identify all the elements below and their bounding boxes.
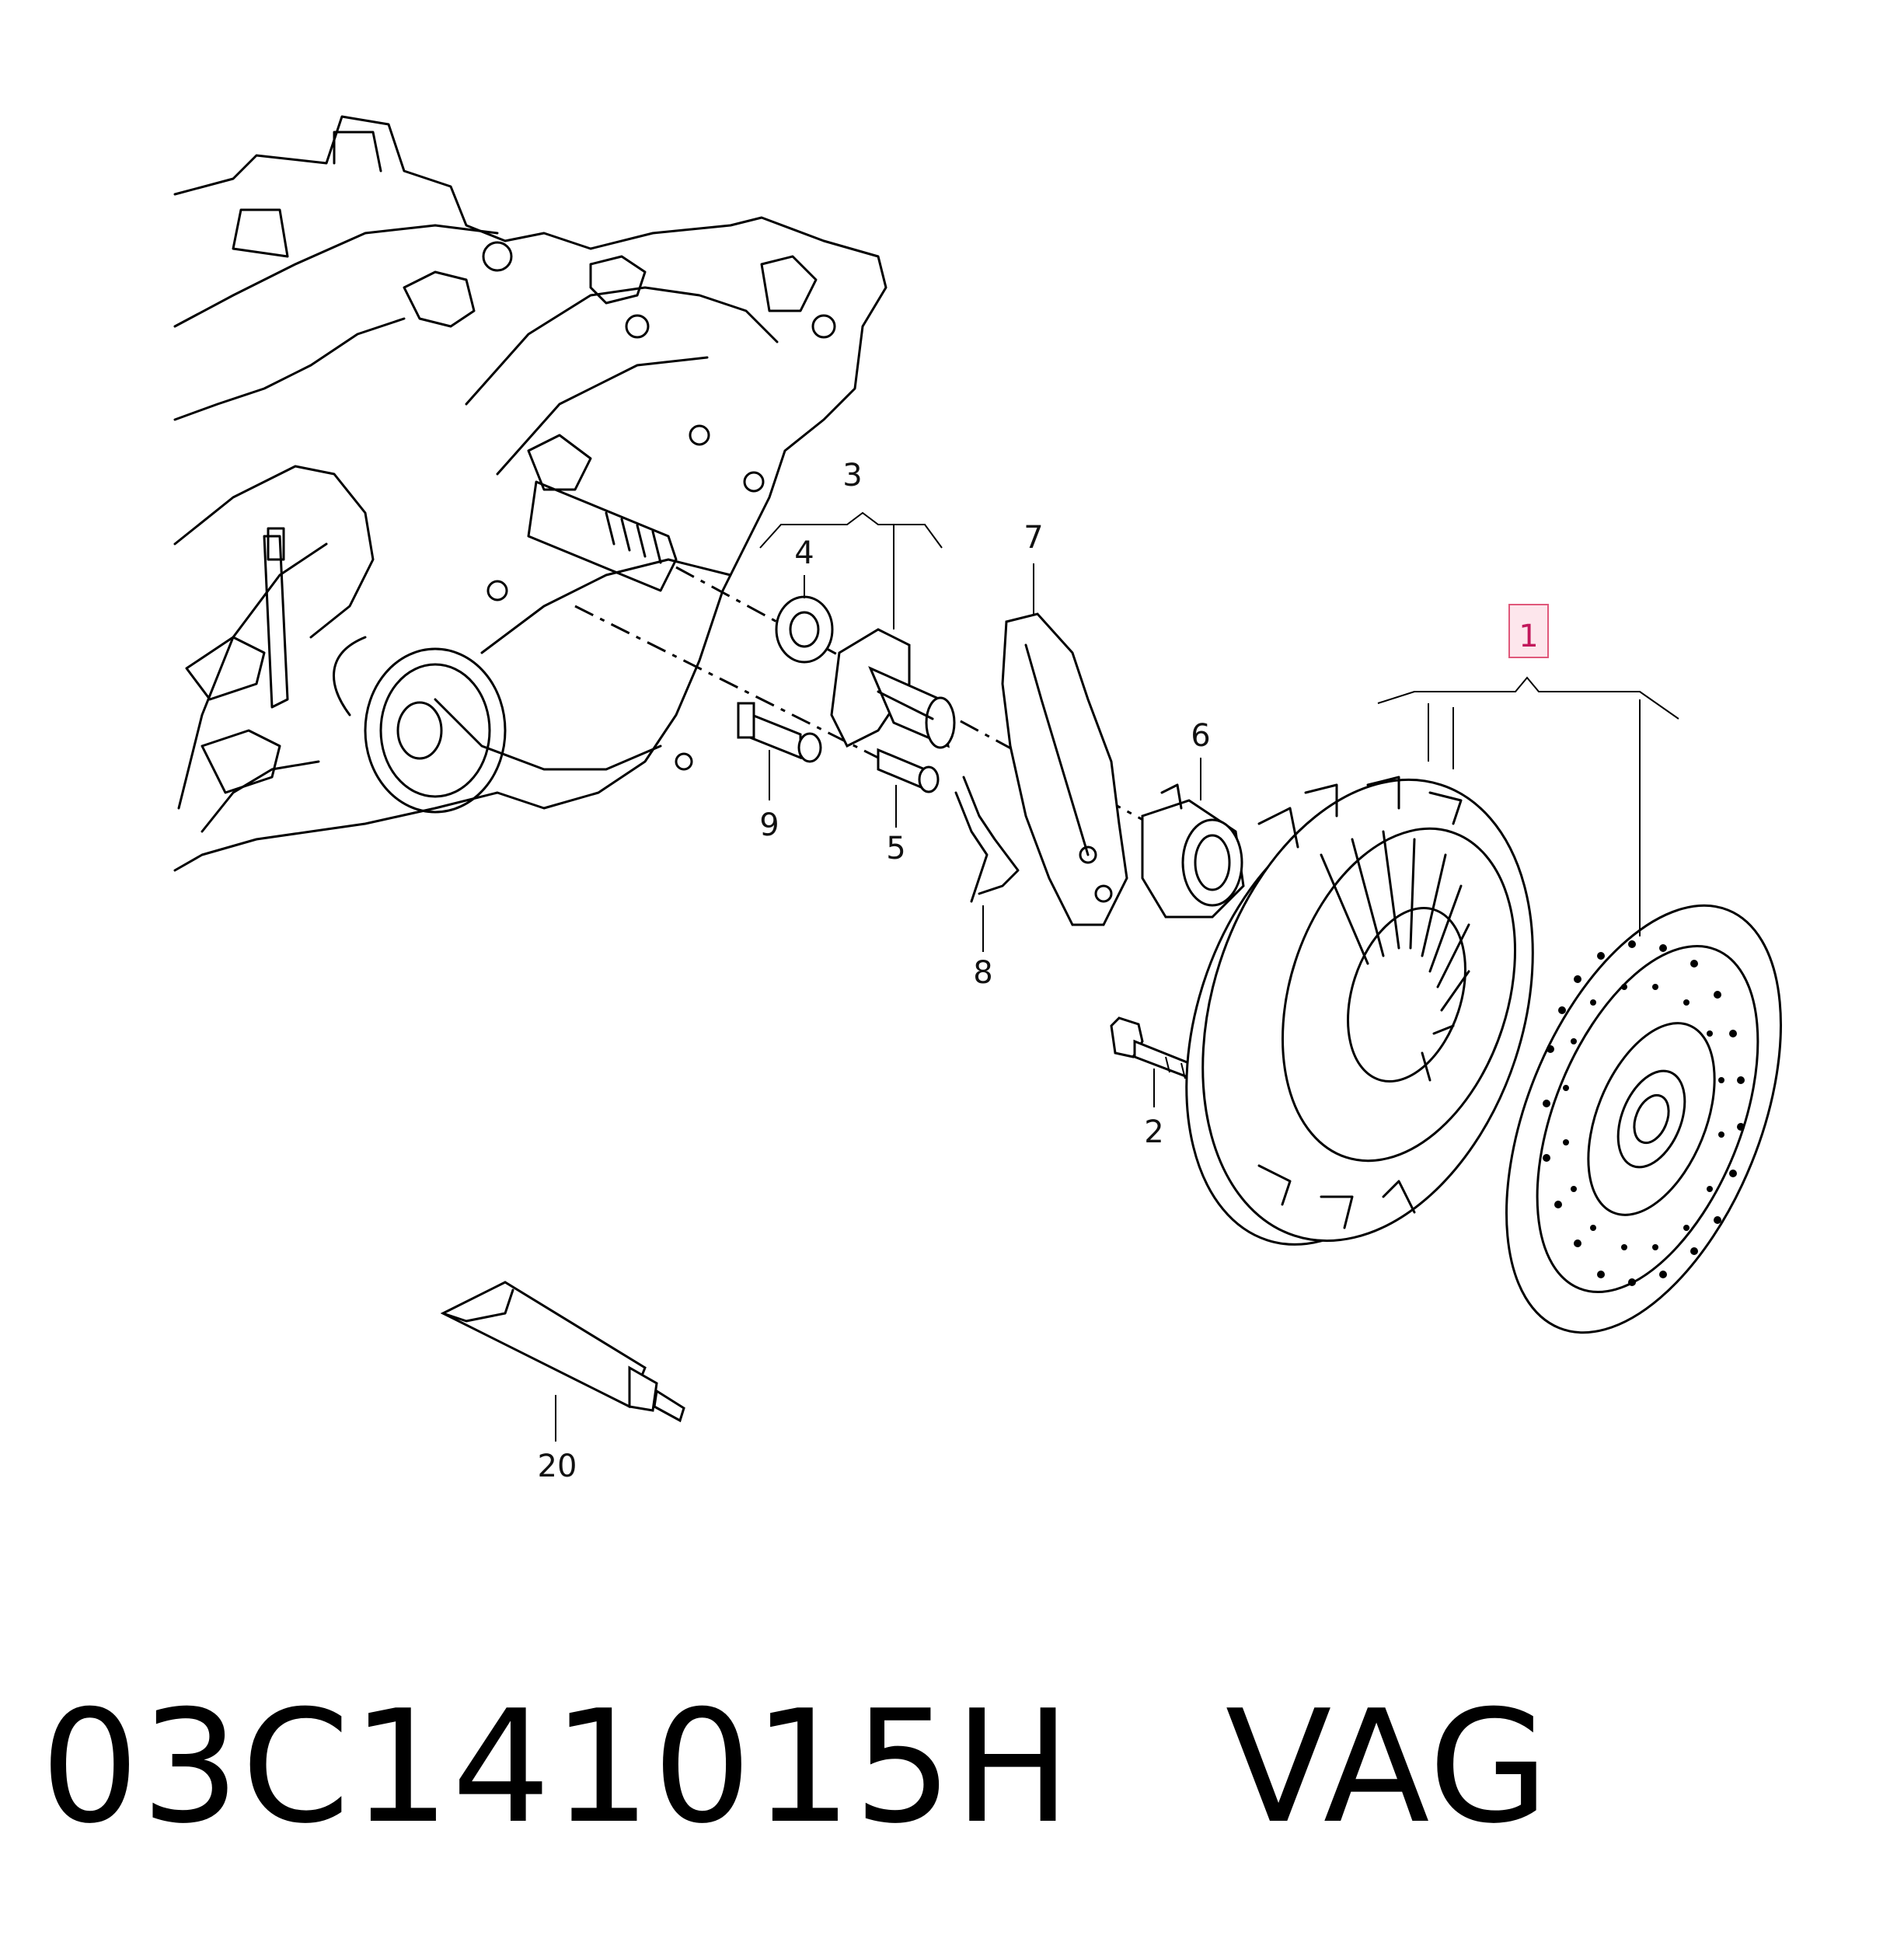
part-3-guide-sleeve <box>830 628 956 749</box>
part-20-grease-tube <box>440 1281 685 1423</box>
gearbox-housing <box>173 115 887 872</box>
part-9-bolt <box>737 702 822 763</box>
part-number-caption: 03C141015H VAG <box>40 1677 1551 1858</box>
callout-5: 5 <box>886 831 905 866</box>
part-5-bolt <box>877 748 940 793</box>
callout-leaders <box>555 511 1679 1442</box>
callout-labels: 3 4 7 6 9 5 8 2 20 1 <box>538 458 1539 1484</box>
callout-9: 9 <box>759 807 779 843</box>
part-7-release-fork <box>1001 612 1128 926</box>
part-1-pressure-plate <box>1185 776 1534 1246</box>
callout-2: 2 <box>1144 1114 1163 1150</box>
callout-6: 6 <box>1191 718 1210 754</box>
callout-3: 3 <box>842 458 862 493</box>
callout-1: 1 <box>1519 619 1538 654</box>
part-6-release-bearing <box>1141 783 1245 919</box>
callout-8: 8 <box>973 955 992 991</box>
callout-4: 4 <box>794 535 814 571</box>
part-1-clutch-disc <box>1505 904 1782 1334</box>
part-8-clip <box>954 776 1020 903</box>
part-4-seal <box>775 595 834 664</box>
callout-1-highlight <box>1508 604 1549 658</box>
callout-20: 20 <box>538 1449 577 1484</box>
callout-7: 7 <box>1023 520 1043 556</box>
